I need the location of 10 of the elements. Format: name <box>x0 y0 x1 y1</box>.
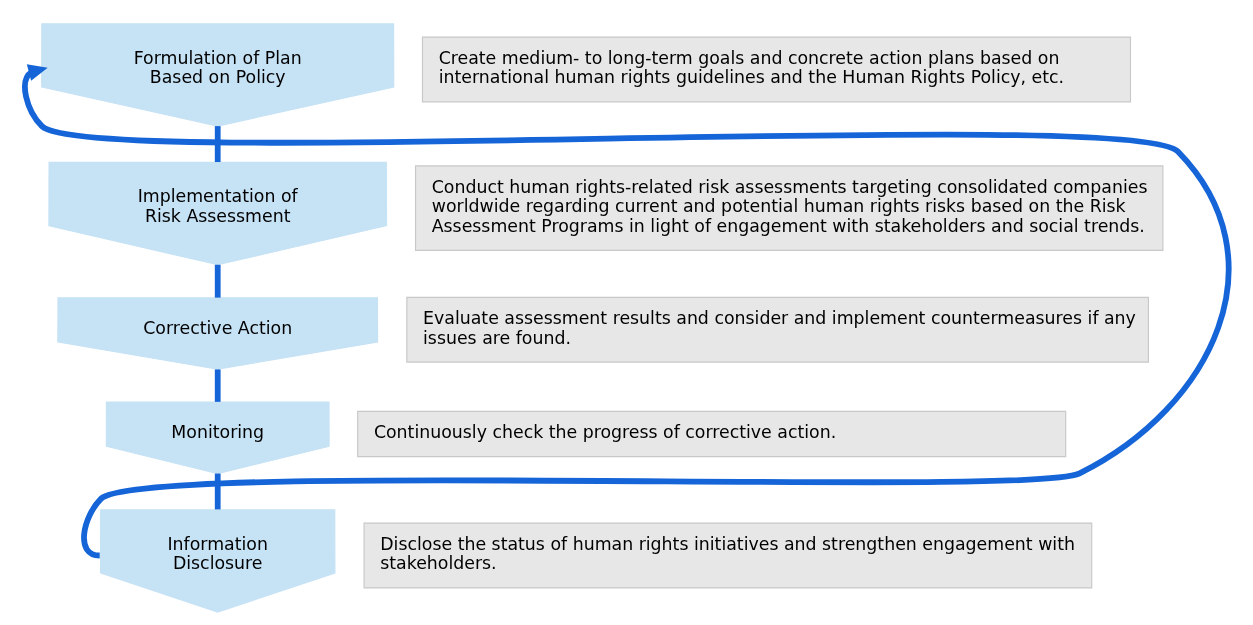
node-box: Continuously check the progress of corrective action. <box>356 410 1066 458</box>
node-box: Conduct human rights-related risk assessments targeting consolidated companies worldwide regarding current and potential human rights risks based on the Risk Assessment Programs in light of engagement with stakeholders and social trends. <box>414 165 1163 251</box>
node-box: Create medium- to long-term goals and concrete action plans based on international human rights guidelines and the Human Rights Policy, etc. <box>421 36 1131 103</box>
arrow <box>23 64 1231 558</box>
node-box: Evaluate assessment results and consider and implement countermeasures if any issues are found. <box>405 296 1149 363</box>
connector <box>214 264 221 298</box>
connector <box>214 126 221 163</box>
connector <box>214 473 221 510</box>
connector <box>214 369 221 402</box>
node-box: Disclose the status of human rights initiatives and strengthen engagement with stakeholders. <box>362 522 1092 589</box>
